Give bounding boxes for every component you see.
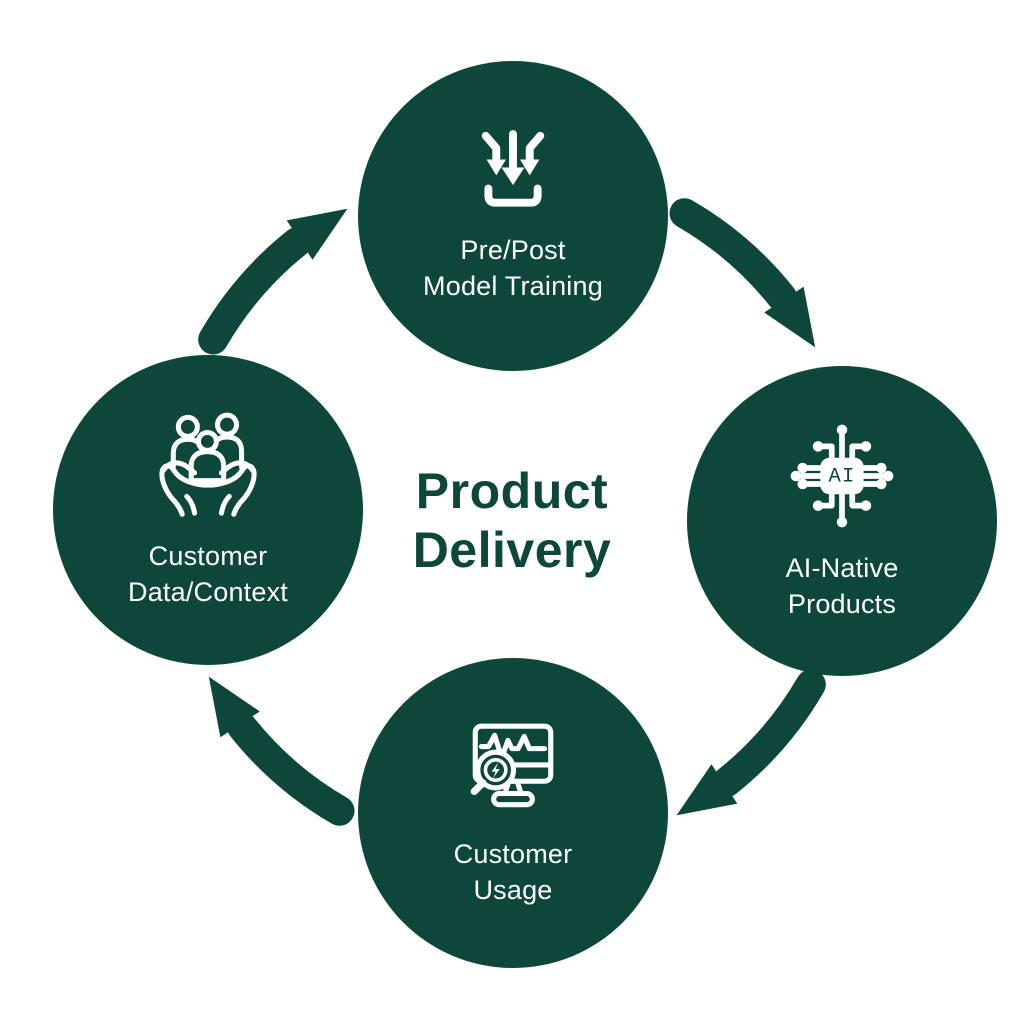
arrow-top-to-right-icon xyxy=(669,198,816,348)
ingest-arrows-icon xyxy=(481,130,545,207)
people-in-hands-icon xyxy=(159,412,257,517)
arrow-right-to-bottom-icon xyxy=(676,669,826,816)
arrow-left-to-top-icon xyxy=(198,208,348,355)
node-label-ai-native-products: AI-Native Products xyxy=(785,553,899,619)
diagram-title: Product Delivery xyxy=(412,463,612,578)
ai-chip-icon: AI xyxy=(790,424,894,528)
node-label-customer-data-context: Customer Data/Context xyxy=(128,541,288,607)
ai-chip-text: AI xyxy=(829,466,856,489)
arrow-bottom-to-left-icon xyxy=(208,676,355,826)
node-pre-post-model-training: Pre/Post Model Training xyxy=(358,61,668,371)
usage-analytics-monitor-icon xyxy=(470,723,554,808)
node-customer-usage: Customer Usage xyxy=(358,658,668,968)
node-customer-data-context: Customer Data/Context xyxy=(53,355,363,665)
node-label-customer-usage: Customer Usage xyxy=(453,839,573,905)
node-label-pre-post-model-training: Pre/Post Model Training xyxy=(423,235,603,301)
node-ai-native-products: AI AI-Native Products xyxy=(687,366,997,676)
